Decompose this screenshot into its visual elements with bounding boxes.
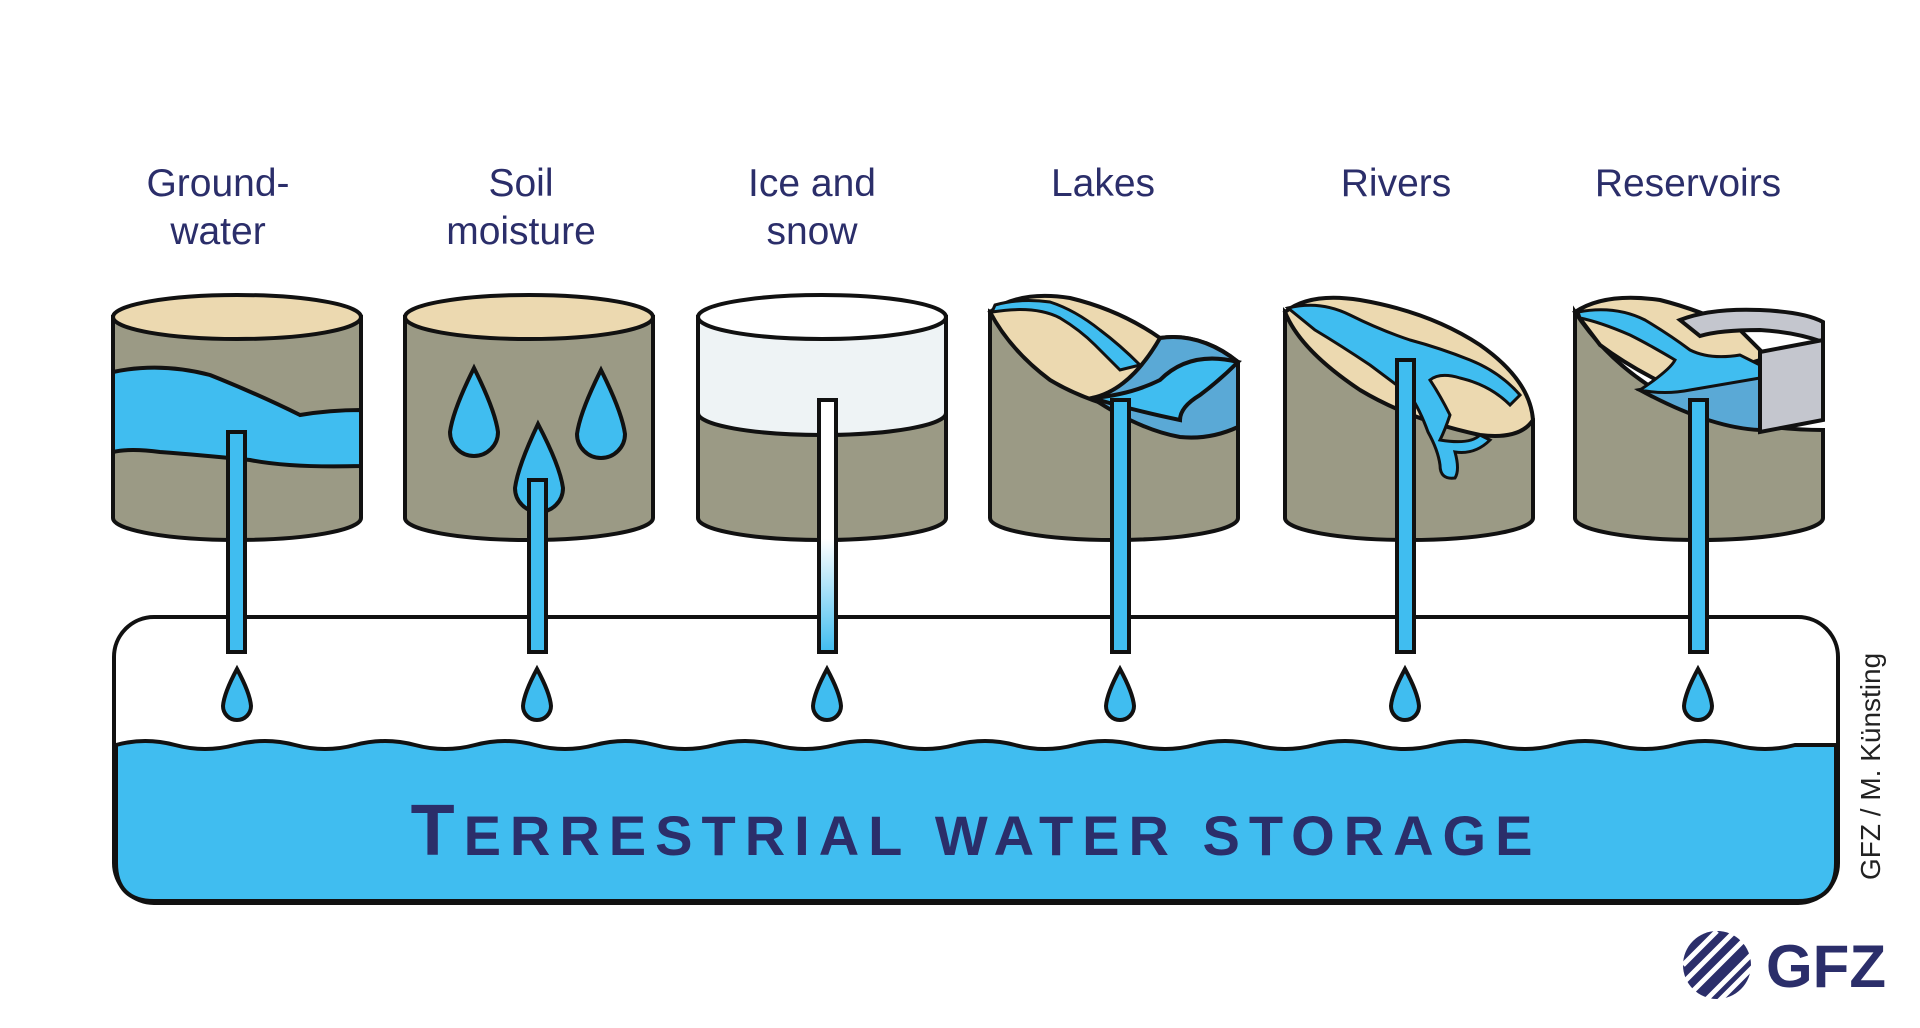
droplet-icon [574,365,628,460]
gfz-logo: GFZ [1681,929,1886,1003]
label-soil-line2: moisture [446,210,596,253]
gfz-logo-icon [1681,929,1755,1003]
droplet-icon [1103,664,1137,722]
cylinder-ice [696,293,948,654]
droplet-icon [1681,664,1715,722]
label-groundwater-line2: water [169,210,265,253]
cylinder-groundwater [111,293,363,654]
label-rivers: Rivers [1341,162,1452,205]
droplet-icon [220,664,254,722]
label-soil-line1: Soil [488,162,553,205]
storage-droplets [220,664,1715,722]
gfz-logo-text: GFZ [1766,933,1886,1000]
cylinder-soil [403,293,655,654]
label-lakes: Lakes [1051,162,1155,205]
label-ice-line2: snow [766,210,858,253]
label-groundwater-line1: Ground- [146,162,289,205]
label-reservoirs: Reservoirs [1595,162,1781,205]
reservoir-labels: Ground- water Soil moisture Ice and snow… [146,162,1781,253]
droplet-icon [810,664,844,722]
cylinder-reservoirs [1572,295,1825,654]
droplet-icon [447,363,501,458]
storage-water [114,739,1838,903]
cylinder-lakes [987,293,1242,654]
cylinder-rivers [1282,295,1536,654]
droplet-icon [1388,664,1422,722]
dam-wall [1676,307,1825,345]
image-credit: GFZ / M. Künsting [1855,653,1886,880]
storage-tank: TERRESTRIAL WATER STORAGE [112,615,1840,905]
storage-title: TERRESTRIAL WATER STORAGE [411,791,1542,871]
label-ice-line1: Ice and [748,162,876,205]
droplet-icon [520,664,554,722]
